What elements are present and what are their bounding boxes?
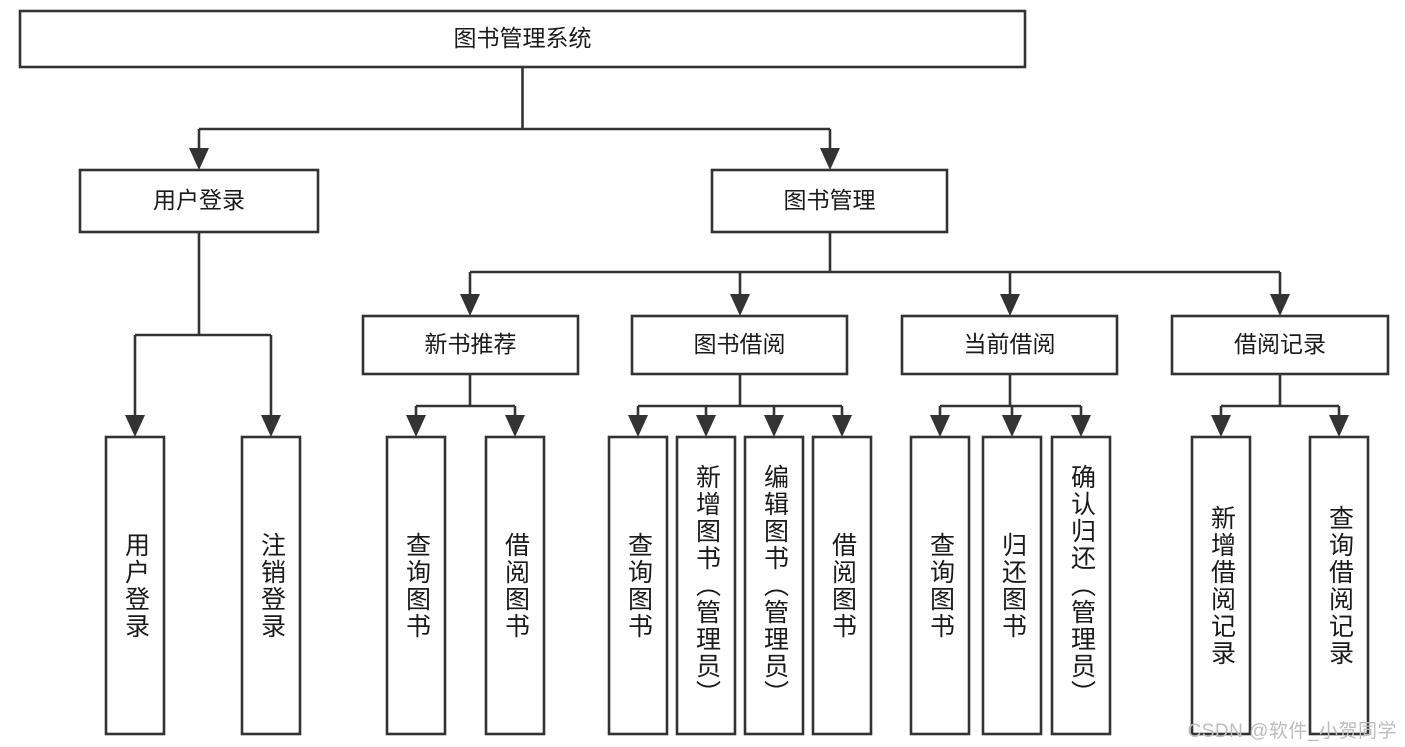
arrowhead-leaf-return-book [1002, 415, 1022, 437]
node-book-management[interactable]: 图书管理 [710, 168, 949, 234]
leaf-box-logout[interactable] [240, 435, 302, 736]
leaf-box-query-book-rec[interactable] [385, 435, 447, 736]
node-root-label: 图书管理系统 [454, 25, 592, 51]
leaf-box-edit-book[interactable] [743, 435, 805, 736]
connectors-new-book-recommend-to-leaves [406, 374, 525, 437]
node-user-login-label: 用户登录 [153, 187, 245, 213]
leaf-boxes [104, 435, 1370, 736]
leaf-box-query-book-cur[interactable] [909, 435, 971, 736]
leaf-box-add-book[interactable] [675, 435, 737, 736]
node-new-book-recommend-label: 新书推荐 [425, 331, 517, 357]
arrowhead-new-book-recommend [460, 294, 480, 316]
arrowhead-leaf-add-record [1211, 415, 1231, 437]
arrowhead-borrow-record [1270, 294, 1290, 316]
node-user-login-box[interactable] [78, 168, 320, 234]
arrowhead-leaf-edit-book [764, 415, 784, 437]
node-book-borrow-box[interactable] [630, 314, 849, 376]
arrowhead-leaf-borrow-book [832, 415, 852, 437]
leaf-box-query-record[interactable] [1308, 435, 1370, 736]
arrowhead-leaf-query-book-cur [930, 415, 950, 437]
arrowhead-leaf-user-login [125, 415, 145, 437]
connectors-root-to-level2 [189, 67, 840, 170]
arrowhead-current-borrow [1000, 294, 1020, 316]
leaf-box-return-book[interactable] [981, 435, 1043, 736]
leaf-box-borrow-book-rec[interactable] [484, 435, 546, 736]
node-root-box[interactable] [18, 9, 1027, 69]
connectors-user-login-to-leaves [125, 232, 281, 437]
connectors-book-management-to-level3 [460, 232, 1290, 316]
leaf-box-confirm-return[interactable] [1050, 435, 1112, 736]
connectors-book-borrow-to-leaves [628, 374, 852, 437]
arrowhead-leaf-confirm-return [1071, 415, 1091, 437]
arrowhead-book-borrow [730, 294, 750, 316]
watermark-text: CSDN @软件_小贺同学 [1187, 721, 1397, 742]
connectors-current-borrow-to-leaves [930, 374, 1091, 437]
node-new-book-recommend-box[interactable] [361, 314, 580, 376]
node-new-book-recommend[interactable]: 新书推荐 [361, 314, 580, 376]
arrowhead-leaf-query-record [1329, 415, 1349, 437]
leaf-box-query-book-borrow[interactable] [607, 435, 669, 736]
leaf-box-add-record[interactable] [1190, 435, 1252, 736]
node-current-borrow-box[interactable] [900, 314, 1119, 376]
node-book-management-box[interactable] [710, 168, 949, 234]
node-current-borrow-label: 当前借阅 [964, 331, 1056, 357]
connectors-borrow-record-to-leaves [1211, 374, 1349, 437]
arrowhead-leaf-query-book-rec [406, 415, 426, 437]
node-borrow-record-label: 借阅记录 [1234, 331, 1326, 357]
arrowhead-leaf-logout [261, 415, 281, 437]
node-borrow-record[interactable]: 借阅记录 [1170, 314, 1390, 376]
node-current-borrow[interactable]: 当前借阅 [900, 314, 1119, 376]
arrowhead-leaf-add-book [696, 415, 716, 437]
node-user-login[interactable]: 用户登录 [78, 168, 320, 234]
node-book-management-label: 图书管理 [784, 187, 876, 213]
leaf-box-user-login[interactable] [104, 435, 166, 736]
node-book-borrow[interactable]: 图书借阅 [630, 314, 849, 376]
arrowhead-book-management [820, 148, 840, 170]
node-book-borrow-label: 图书借阅 [694, 331, 786, 357]
node-root[interactable]: 图书管理系统 [18, 9, 1027, 69]
arrowhead-leaf-query-book-borrow [628, 415, 648, 437]
arrowhead-user-login [189, 148, 209, 170]
node-borrow-record-box[interactable] [1170, 314, 1390, 376]
arrowhead-leaf-borrow-book-rec [505, 415, 525, 437]
leaf-box-borrow-book[interactable] [811, 435, 873, 736]
